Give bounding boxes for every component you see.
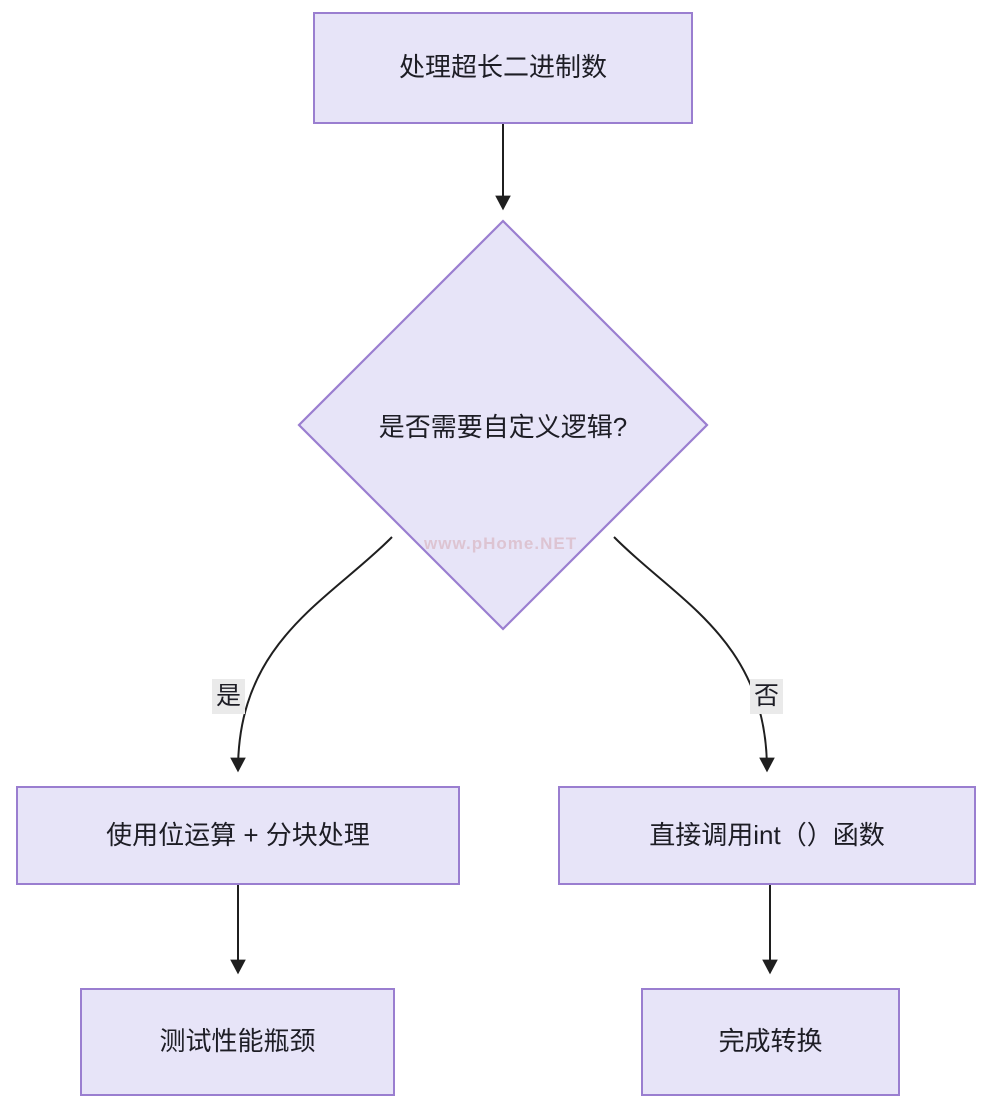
flowchart-node-right-process-label: 直接调用int（）函数 (649, 819, 885, 850)
flowchart-node-left-process-label: 使用位运算 + 分块处理 (106, 819, 370, 850)
flowchart-node-start[interactable]: 处理超长二进制数 (313, 12, 693, 124)
flowchart-node-left-process[interactable]: 使用位运算 + 分块处理 (16, 786, 460, 885)
flowchart-node-right-process[interactable]: 直接调用int（）函数 (558, 786, 976, 885)
edge-label-yes: 是 (212, 679, 246, 715)
flowchart-node-decision[interactable]: 是否需要自定义逻辑? (296, 218, 710, 632)
flowchart-node-left-end-label: 测试性能瓶颈 (159, 1026, 316, 1057)
edge-label-no: 否 (750, 679, 784, 715)
flowchart-node-left-end[interactable]: 测试性能瓶颈 (80, 988, 395, 1096)
diamond-shape-icon (297, 219, 709, 631)
flowchart-node-right-end[interactable]: 完成转换 (641, 988, 900, 1096)
flowchart-node-right-end-label: 完成转换 (718, 1026, 823, 1057)
flowchart-node-start-label: 处理超长二进制数 (398, 52, 607, 83)
flowchart-node-decision-label: 是否需要自定义逻辑? (378, 411, 628, 442)
